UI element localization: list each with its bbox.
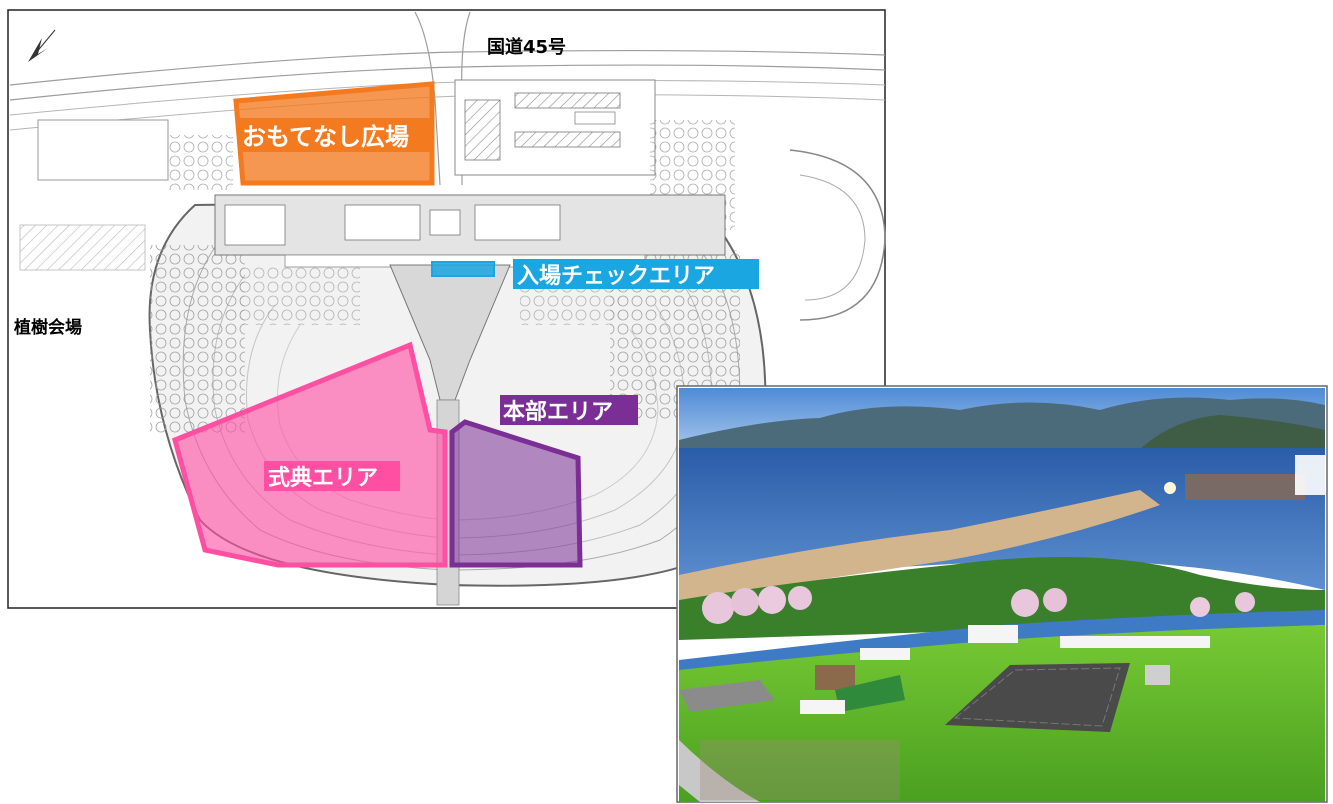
crowd: [700, 740, 900, 800]
left-building: [19, 119, 169, 271]
ceremony-zone[interactable]: [172, 341, 448, 568]
headquarters-zone[interactable]: [449, 419, 583, 568]
honbu-label-bg: [500, 395, 638, 425]
entry-label-bg: [513, 259, 759, 289]
honbu-label: 本部エリア: [503, 399, 613, 425]
parking-lot: [454, 79, 656, 176]
stadium-ring: [789, 149, 886, 321]
omotenashi-label-bg: [238, 118, 430, 152]
seating-area: [945, 663, 1130, 732]
entry-label: 入場チェックエリア: [517, 264, 715, 289]
tents: [800, 625, 1210, 714]
cherry-trees: [702, 586, 1255, 624]
stage: [815, 665, 905, 712]
site-plan: 国道45号 おもてなし広場 入場チェックエリア 植樹会場 本部エリア 式典エリア: [7, 9, 886, 609]
planting-label: 植樹会場: [14, 317, 82, 338]
omotenashi-label: おもてなし広場: [242, 123, 409, 151]
shikiten-label-bg: [264, 461, 400, 491]
aerial-rendering-image: [676, 385, 1328, 803]
road-label: 国道45号: [487, 36, 566, 58]
entry-check-zone[interactable]: [431, 261, 495, 277]
north-arrow-icon: [28, 29, 56, 62]
central-buildings: [214, 194, 726, 268]
shikiten-label: 式典エリア: [268, 466, 378, 491]
